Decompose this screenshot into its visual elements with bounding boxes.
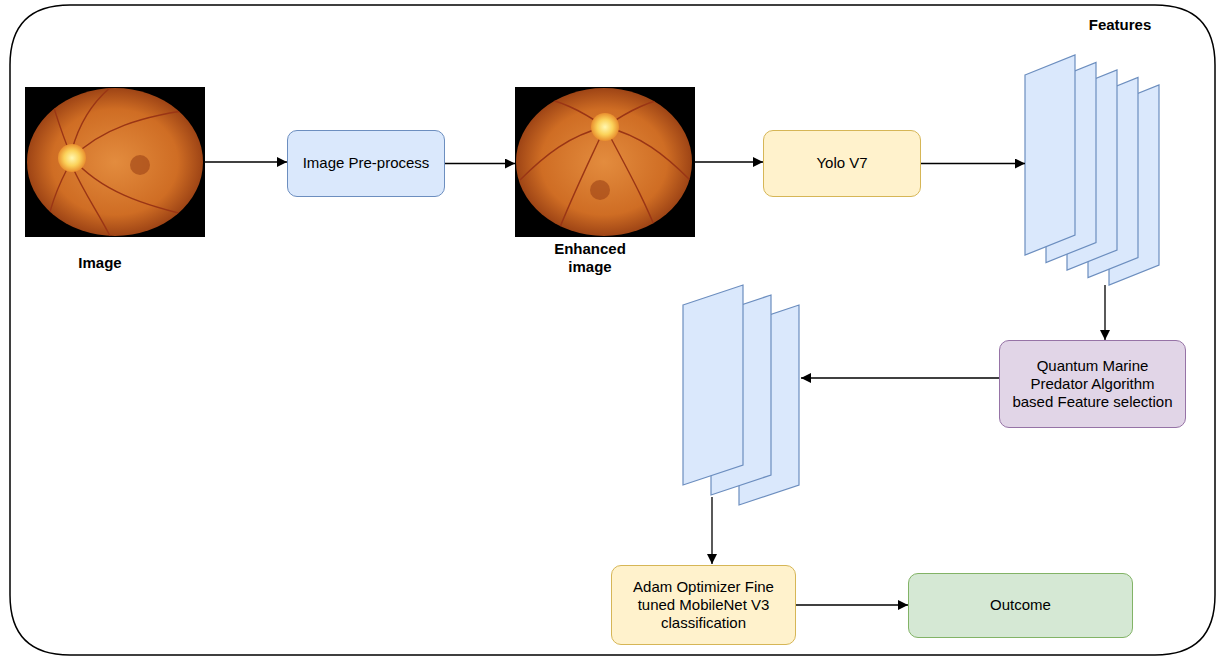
feature-map-stack (1025, 55, 1159, 285)
optic-disc (591, 113, 619, 141)
image-caption: Image (50, 254, 150, 272)
flow-arrow (445, 163, 515, 164)
photo-ground (515, 87, 695, 237)
retina (27, 88, 203, 236)
flow-arrow (801, 377, 1000, 378)
selection-box: Quantum Marine Predator Algorithm based … (999, 340, 1186, 428)
fovea (130, 155, 150, 175)
box-label: Image Pre-process (303, 154, 430, 172)
image-caption: Features (1070, 16, 1170, 34)
retina (516, 88, 692, 236)
feature-map (1025, 55, 1075, 255)
box-label: Yolo V7 (816, 154, 867, 172)
enhanced-image-node: Enhanced image (515, 87, 695, 237)
process-box: Image Pre-process (287, 130, 445, 197)
selected-feature-stack (683, 285, 799, 505)
fundus-photo (25, 86, 205, 240)
flow-arrow (205, 161, 287, 162)
flow-arrow (921, 163, 1025, 164)
feature-map (683, 285, 743, 485)
feature-stack-node: Features (1025, 50, 1160, 285)
image-caption: Enhanced image (540, 240, 640, 276)
classifier-box: Adam Optimizer Fine tuned MobileNet V3 c… (611, 565, 796, 645)
blood-vessels (520, 95, 690, 240)
outer-frame (10, 5, 1215, 655)
flow-arrow (1104, 285, 1105, 340)
flow-arrow (695, 161, 763, 162)
enhanced-fundus-photo (515, 87, 695, 240)
model-box: Yolo V7 (763, 130, 921, 197)
box-label: Quantum Marine Predator Algorithm based … (1008, 357, 1177, 412)
box-label: Adam Optimizer Fine tuned MobileNet V3 c… (620, 578, 787, 633)
box-label: Outcome (990, 596, 1051, 614)
fovea (590, 180, 610, 200)
fundus-image-node: Image (25, 87, 205, 237)
outcome-box: Outcome (908, 573, 1133, 638)
flow-arrow (796, 604, 908, 605)
photo-ground (25, 87, 205, 237)
flow-arrow (711, 497, 712, 564)
optic-disc (58, 144, 86, 172)
blood-vessels (44, 86, 205, 240)
